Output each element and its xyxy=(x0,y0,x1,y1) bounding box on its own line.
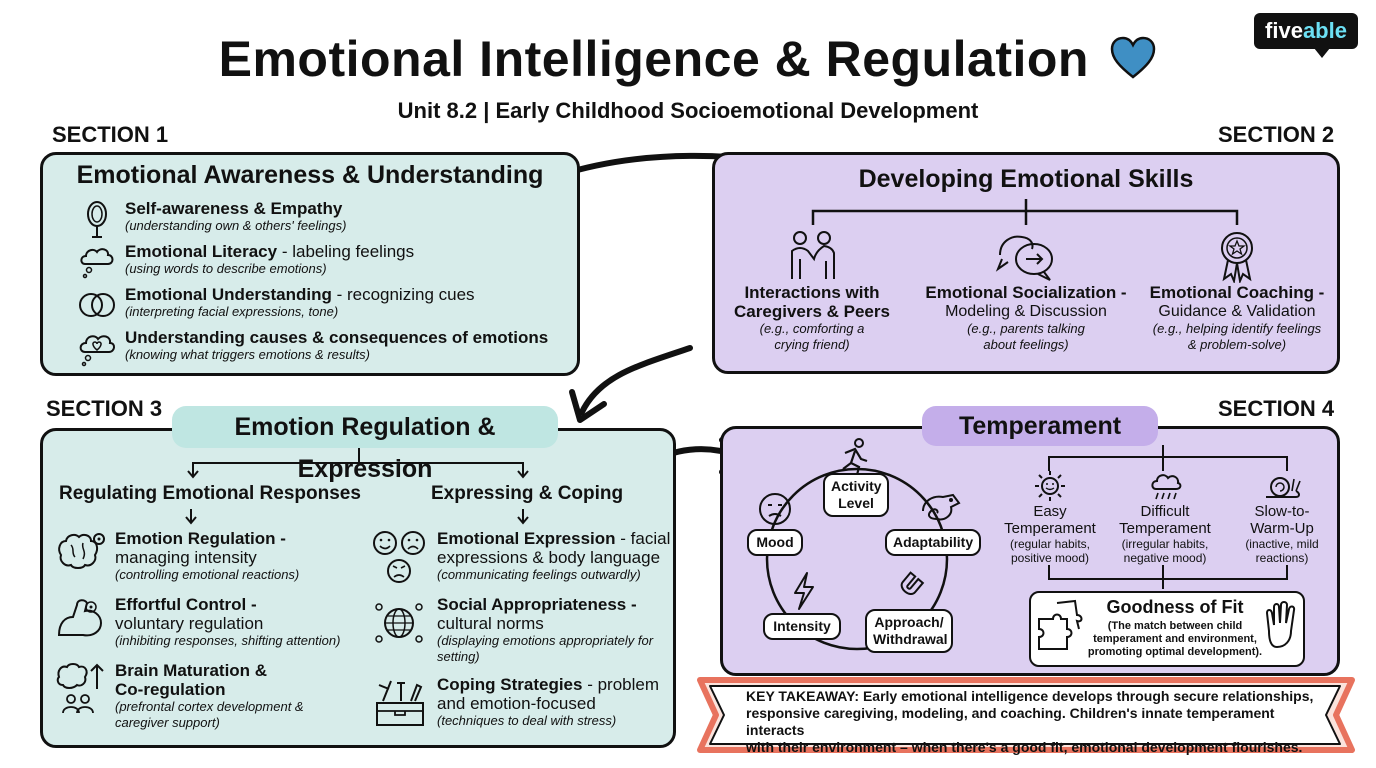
section3-title: Emotion Regulation & Expression xyxy=(172,406,558,483)
section4-label: SECTION 4 xyxy=(1218,396,1335,421)
section2-panel: Developing Emotional Skills Interactions… xyxy=(712,152,1340,374)
globe-people-icon xyxy=(371,595,429,651)
goodness-of-fit-title: Goodness of Fit xyxy=(1106,597,1244,617)
section2-col-socialization: Emotional Socialization - Modeling & Dis… xyxy=(921,229,1131,353)
magnet-icon xyxy=(891,569,927,610)
list-item: Emotion Regulation -managing intensity(c… xyxy=(55,529,375,595)
overlapping-circles-icon xyxy=(77,285,117,325)
sun-icon xyxy=(997,469,1103,503)
glove-icon xyxy=(1261,601,1301,656)
speech-bubbles-icon xyxy=(921,229,1131,283)
dimension-intensity: Intensity xyxy=(763,613,841,640)
faces-icon xyxy=(371,529,429,585)
running-person-icon xyxy=(833,437,873,482)
page-title-text: Emotional Intelligence & Regulation xyxy=(218,31,1089,87)
list-item: Understanding causes & consequences of e… xyxy=(77,328,567,371)
section1-title: Emotional Awareness & Understanding xyxy=(76,161,544,189)
section2-label: SECTION 2 xyxy=(1218,122,1335,147)
takeaway-banner-shape xyxy=(697,677,1355,753)
page-subtitle: Unit 8.2 | Early Childhood Socioemotiona… xyxy=(397,98,979,123)
section2-col-coaching: Emotional Coaching - Guidance & Validati… xyxy=(1141,229,1333,353)
people-icon xyxy=(727,229,897,283)
list-item: Brain Maturation &Co-regulation(prefront… xyxy=(55,661,375,731)
lightning-icon xyxy=(789,571,819,616)
rain-cloud-icon xyxy=(1109,469,1221,503)
heart-thought-icon xyxy=(77,328,117,368)
section3-label: SECTION 3 xyxy=(46,396,163,421)
expressing-heading: Expressing & Coping xyxy=(431,483,624,504)
mirror-icon xyxy=(77,199,117,239)
section4-title: Temperament xyxy=(922,406,1158,446)
toolbox-icon xyxy=(371,675,429,731)
section1-label: SECTION 1 xyxy=(52,122,169,147)
section2-tree-lines xyxy=(811,199,1239,225)
brain-growth-icon xyxy=(55,661,107,717)
dimension-mood: Mood xyxy=(747,529,803,556)
list-item: Effortful Control -voluntary regulation(… xyxy=(55,595,375,661)
arrow-s2-to-s3 xyxy=(579,345,693,415)
puzzle-icon xyxy=(1035,599,1085,658)
goodness-of-fit-box: Goodness of Fit (The match between child… xyxy=(1029,591,1305,667)
section1-panel: Emotional Awareness & Understanding Self… xyxy=(40,152,580,376)
list-item: Emotional Literacy - labeling feelings(u… xyxy=(77,242,567,285)
chameleon-icon xyxy=(919,489,963,530)
section2-col-interactions: Interactions with Caregivers & Peers (e.… xyxy=(727,229,897,353)
regulating-heading: Regulating Emotional Responses xyxy=(59,483,361,504)
temperament-tree-lines xyxy=(1048,445,1288,589)
heart-icon xyxy=(1111,36,1156,79)
flexed-arm-icon xyxy=(55,595,107,637)
section2-title: Developing Emotional Skills xyxy=(858,165,1194,193)
brain-gear-icon xyxy=(55,529,107,569)
section3-tree-lines xyxy=(185,447,529,525)
list-item: Social Appropriateness -cultural norms(d… xyxy=(371,595,671,675)
section3-panel: Regulating Emotional Responses Expressin… xyxy=(40,428,676,748)
award-ribbon-icon xyxy=(1141,229,1333,285)
snail-icon xyxy=(1229,469,1335,503)
dimension-approach-withdrawal: Approach/Withdrawal xyxy=(865,609,953,653)
list-item: Emotional Understanding - recognizing cu… xyxy=(77,285,567,328)
sad-face-icon xyxy=(757,491,793,532)
page-title: Emotional Intelligence & Regulation xyxy=(0,30,1376,88)
key-takeaway-text: KEY TAKEAWAY: Early emotional intelligen… xyxy=(746,688,1314,755)
thought-bubble-icon xyxy=(77,242,117,282)
dimension-adaptability: Adaptability xyxy=(885,529,981,556)
brand-logo: fiveable xyxy=(1254,13,1358,58)
temperament-cycle xyxy=(765,467,949,651)
list-item: Self-awareness & Empathy(understanding o… xyxy=(77,199,567,242)
